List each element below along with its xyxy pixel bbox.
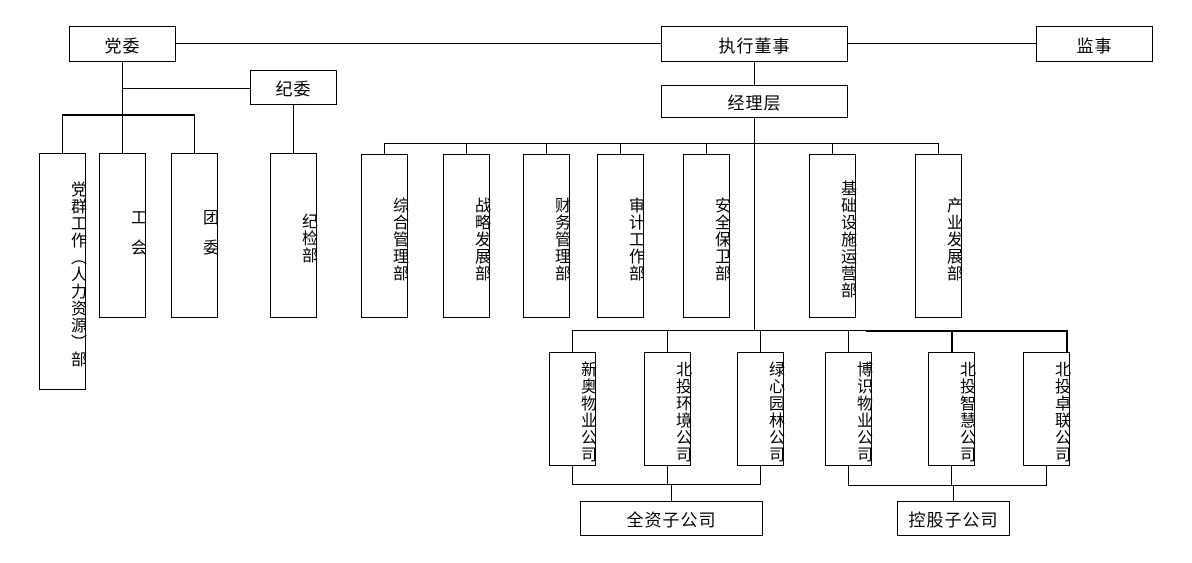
node-label: 战略发展部 xyxy=(472,196,491,282)
drop-subsidiary-3 xyxy=(760,330,761,352)
node-label: 北投卓联公司 xyxy=(1052,361,1071,463)
node-discipline-inspection-dept[interactable]: 纪检部 xyxy=(270,153,318,318)
riser-wholly-1 xyxy=(572,466,573,484)
stem-director-to-manager xyxy=(754,62,755,85)
node-subsidiary-beitou-environment[interactable]: 北投环境公司 xyxy=(644,352,692,466)
drop-discipline-unit xyxy=(293,105,294,154)
drop-party-unit-2 xyxy=(122,114,123,154)
stem-controlling-label xyxy=(953,485,954,501)
node-label: 产业发展部 xyxy=(944,196,963,282)
riser-wholly-3 xyxy=(760,466,761,484)
node-label: 全资子公司 xyxy=(626,511,717,531)
node-label: 纪检部 xyxy=(299,213,318,264)
node-executive-director[interactable]: 执行董事 xyxy=(661,26,848,62)
node-label: 工会 xyxy=(128,208,147,269)
node-discipline-committee[interactable]: 纪委 xyxy=(250,70,337,105)
drop-department-2 xyxy=(466,143,467,154)
drop-party-unit-3 xyxy=(194,114,195,154)
node-label: 新奥物业公司 xyxy=(578,361,597,463)
link-party-to-director xyxy=(176,43,661,44)
node-label: 执行董事 xyxy=(718,36,791,57)
stem-wholly-owned-label xyxy=(671,484,672,501)
node-department-infrastructure-operations[interactable]: 基础设施运营部 xyxy=(809,154,857,318)
node-party-unit-youth-league[interactable]: 团委 xyxy=(171,153,219,318)
drop-department-5 xyxy=(706,143,707,154)
node-department-security[interactable]: 安全保卫部 xyxy=(683,154,731,318)
node-label: 监事 xyxy=(1076,36,1113,57)
bus-subsidiaries-left xyxy=(572,330,867,331)
node-label: 经理层 xyxy=(727,94,782,114)
bus-party-units xyxy=(62,114,195,116)
node-department-financial-management[interactable]: 财务管理部 xyxy=(523,154,571,318)
riser-wholly-2 xyxy=(667,466,668,484)
node-subsidiary-beitou-smart[interactable]: 北投智慧公司 xyxy=(928,352,976,466)
node-group-wholly-owned[interactable]: 全资子公司 xyxy=(580,501,763,536)
node-department-general-management[interactable]: 综合管理部 xyxy=(361,154,409,318)
node-party-unit-hr[interactable]: 党群工作（人力资源）部 xyxy=(39,153,87,390)
node-subsidiary-boshi-property[interactable]: 博识物业公司 xyxy=(825,352,873,466)
node-label: 北投智慧公司 xyxy=(957,361,976,463)
node-subsidiary-beitou-zhuolian[interactable]: 北投卓联公司 xyxy=(1023,352,1071,466)
bus-subsidiaries-right xyxy=(866,330,1068,332)
node-label: 党委 xyxy=(104,36,141,57)
drop-department-6 xyxy=(832,143,833,154)
node-subsidiary-lvxin-landscape[interactable]: 绿心园林公司 xyxy=(737,352,785,466)
riser-controlling-3 xyxy=(1046,466,1047,485)
node-party-committee[interactable]: 党委 xyxy=(69,26,176,62)
drop-subsidiary-4 xyxy=(848,330,849,352)
node-department-audit[interactable]: 审计工作部 xyxy=(597,154,645,318)
riser-controlling-1 xyxy=(848,466,849,485)
node-manager-layer[interactable]: 经理层 xyxy=(661,85,848,118)
node-label: 综合管理部 xyxy=(390,196,409,282)
node-department-strategic-development[interactable]: 战略发展部 xyxy=(443,154,491,318)
node-subsidiary-xinao-property[interactable]: 新奥物业公司 xyxy=(549,352,597,466)
node-label: 绿心园林公司 xyxy=(766,361,785,463)
node-label: 党群工作（人力资源）部 xyxy=(68,181,87,368)
bus-departments xyxy=(384,143,938,144)
drop-subsidiary-6 xyxy=(1066,330,1068,352)
drop-department-7 xyxy=(938,143,939,154)
drop-department-3 xyxy=(546,143,547,154)
link-director-to-supervisor xyxy=(848,43,1036,44)
node-label: 纪委 xyxy=(275,80,312,100)
node-party-unit-union[interactable]: 工会 xyxy=(99,153,147,318)
node-label: 北投环境公司 xyxy=(673,361,692,463)
node-label: 财务管理部 xyxy=(552,196,571,282)
drop-subsidiary-1 xyxy=(572,330,573,352)
riser-controlling-2 xyxy=(951,466,952,485)
node-label: 基础设施运营部 xyxy=(838,179,857,299)
stem-manager-layer xyxy=(754,117,755,331)
drop-department-4 xyxy=(620,143,621,154)
drop-subsidiary-5 xyxy=(951,330,953,352)
link-party-to-discipline xyxy=(122,88,250,89)
node-group-controlling[interactable]: 控股子公司 xyxy=(897,501,1010,536)
bus-controlling xyxy=(848,485,1047,486)
drop-party-unit-1 xyxy=(62,114,63,154)
node-label: 控股子公司 xyxy=(908,511,999,531)
node-label: 团委 xyxy=(200,208,219,269)
node-label: 博识物业公司 xyxy=(854,361,873,463)
node-label: 安全保卫部 xyxy=(712,196,731,282)
bus-wholly-owned xyxy=(572,484,761,485)
node-department-industry-development[interactable]: 产业发展部 xyxy=(915,154,963,318)
node-label: 审计工作部 xyxy=(626,196,645,282)
drop-department-1 xyxy=(384,143,385,154)
node-supervisor[interactable]: 监事 xyxy=(1036,26,1153,62)
drop-subsidiary-2 xyxy=(667,330,668,352)
